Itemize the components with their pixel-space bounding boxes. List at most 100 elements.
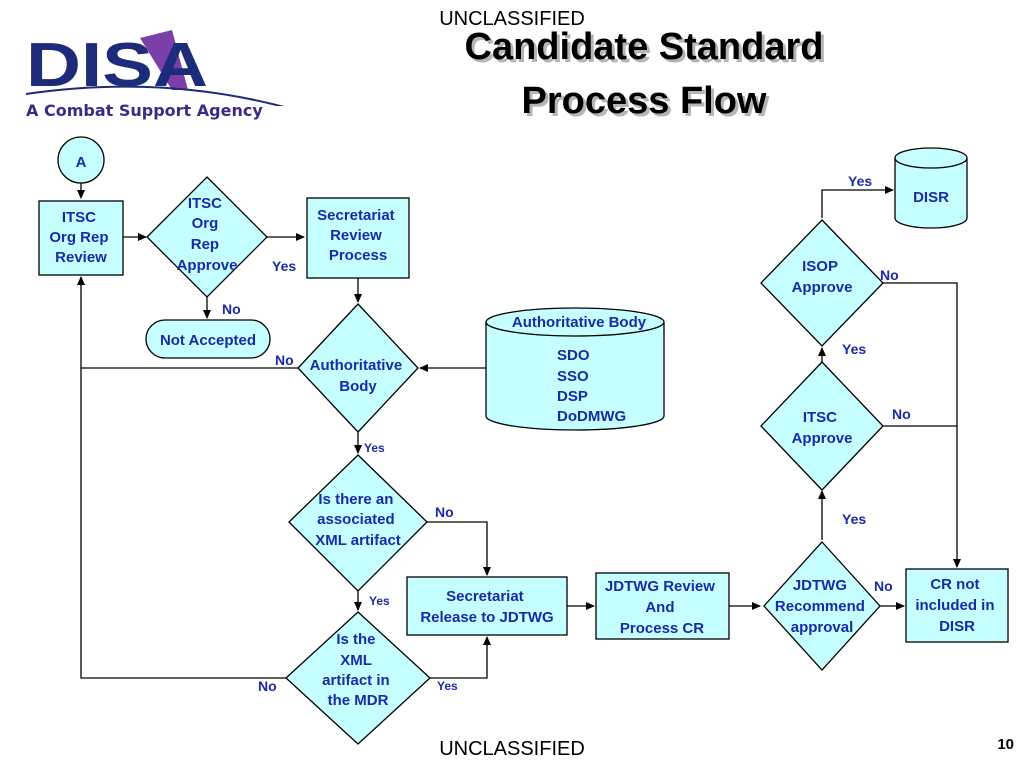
svg-text:ISOP Approve: ISOP Approve	[792, 258, 853, 296]
mdr-question-line-3: artifact in	[322, 672, 390, 689]
release-line-2: Release to JDTWG	[420, 609, 553, 626]
svg-text:CR not included in: CR not included in DISR	[915, 576, 998, 635]
jdtwg-review-line-2: And	[645, 599, 674, 616]
svg-text:Secretariat Review: Secretariat Review Process	[317, 207, 399, 264]
isop-approve-diamond: ISOP Approve	[760, 219, 884, 347]
datastore-title: Authoritative Body	[512, 314, 647, 331]
slide-title-line-2: Process Flow	[521, 80, 767, 122]
disa-logo: DISA	[25, 30, 285, 106]
recommend-line-2: Recommend	[775, 598, 865, 615]
itsc-org-rep-approve-diamond: ITSC Org Rep Approve	[146, 176, 268, 298]
auth-body-line-1: Authoritative	[310, 357, 403, 374]
connector-a-circle	[57, 136, 105, 184]
svg-text:ITSC Org Rep: ITSC Org Rep Approve	[177, 195, 238, 274]
label-auth-body-no: No	[275, 352, 294, 368]
datastore-item-dsp: DSP	[557, 388, 588, 405]
classification-top: UNCLASSIFIED	[439, 8, 585, 30]
logo-wordmark: DISA	[26, 31, 208, 100]
mdr-question-line-4: the MDR	[328, 692, 389, 709]
org-rep-review-line-3: Review	[55, 249, 107, 266]
edge-xml-assoc-no	[427, 521, 491, 576]
edge-isop-yes	[821, 186, 894, 218]
slide-title-line-1: Candidate Standard	[464, 26, 824, 68]
itsc-approve-line-1: ITSC	[803, 409, 837, 426]
auth-body-line-2: Body	[339, 378, 377, 395]
svg-text:JDTWG Recommend: JDTWG Recommend approval	[775, 577, 869, 636]
label-isop-yes: Yes	[848, 173, 872, 189]
mdr-question-line-2: XML	[340, 652, 372, 669]
tagline: A Combat Support Agency	[26, 101, 263, 120]
svg-text:ITSC Org Rep R: ITSC Org Rep Review	[49, 209, 112, 266]
jdtwg-review-box: JDTWG Review And Process CR	[595, 572, 730, 640]
org-rep-approve-line-1: ITSC	[188, 195, 222, 212]
itsc-approve-diamond: ITSC Approve	[760, 361, 884, 491]
authoritative-body-datastore: Authoritative Body SDO SSO DSP DoDMWG	[485, 307, 665, 431]
not-accepted-terminal: Not Accepted	[145, 319, 271, 359]
org-rep-review-line-1: ITSC	[62, 209, 96, 226]
svg-text:Is the XML art: Is the XML artifact in the MDR	[322, 631, 394, 709]
mdr-question-line-1: Is the	[336, 631, 375, 648]
svg-text:Is there an associated: Is there an associated XML artifact	[315, 491, 401, 549]
recommend-line-1: JDTWG	[793, 577, 847, 594]
svg-text:Secretariat Release to: Secretariat Release to JDTWG	[420, 588, 553, 626]
release-line-1: Secretariat	[446, 588, 524, 605]
svg-text:Authoritative Body: Authoritative Body	[310, 357, 407, 395]
connector-a: A	[57, 136, 105, 184]
secretariat-review-line-1: Secretariat	[317, 207, 395, 224]
label-org-rep-approve-yes: Yes	[272, 258, 296, 274]
org-rep-review-line-2: Org Rep	[49, 229, 108, 246]
label-mdr-no: No	[258, 678, 277, 694]
secretariat-review-box: Secretariat Review Process	[306, 197, 410, 279]
svg-text:ITSC Approve: ITSC Approve	[792, 409, 853, 447]
connector-a-label: A	[76, 154, 87, 171]
isop-approve-line-1: ISOP	[802, 258, 838, 275]
xml-question-line-1: Is there an	[318, 491, 393, 508]
svg-text:SDO SSO DSP: SDO SSO DSP DoDMWG	[557, 347, 626, 425]
label-org-rep-approve-no: No	[222, 301, 241, 317]
cr-not-included-box: CR not included in DISR	[905, 568, 1009, 643]
not-accepted-label: Not Accepted	[160, 332, 256, 349]
page-number: 10	[997, 736, 1014, 753]
datastore-item-sdo: SDO	[557, 347, 590, 364]
connector-lines	[77, 183, 961, 679]
cr-not-included-line-2: included in	[915, 597, 994, 614]
disr-label: DISR	[913, 189, 949, 206]
label-isop-no: No	[880, 267, 899, 283]
label-recommend-no: No	[874, 578, 893, 594]
jdtwg-recommend-diamond: JDTWG Recommend approval	[763, 541, 881, 671]
xml-in-mdr-diamond: Is the XML artifact in the MDR	[285, 611, 431, 745]
secretariat-release-box: Secretariat Release to JDTWG	[406, 576, 568, 636]
jdtwg-review-line-1: JDTWG Review	[605, 578, 715, 595]
label-xml-assoc-no: No	[435, 504, 454, 520]
classification-bottom: UNCLASSIFIED	[439, 738, 585, 760]
xml-question-line-2: associated	[317, 511, 395, 528]
secretariat-review-line-3: Process	[329, 247, 387, 264]
cr-not-included-line-3: DISR	[939, 618, 975, 635]
recommend-line-3: approval	[791, 619, 854, 636]
label-xml-assoc-yes: Yes	[369, 594, 390, 608]
label-auth-body-yes: Yes	[364, 441, 385, 455]
edge-isop-no	[883, 282, 961, 568]
secretariat-review-line-2: Review	[330, 227, 382, 244]
logo-swoosh-mark	[140, 30, 188, 90]
edge-mdr-no	[77, 276, 286, 679]
edge-mdr-yes	[430, 636, 491, 679]
itsc-org-rep-review-box: ITSC Org Rep Review	[38, 200, 124, 276]
authoritative-body-diamond: Authoritative Body	[297, 303, 419, 433]
xml-artifact-diamond: Is there an associated XML artifact	[288, 454, 428, 592]
cr-not-included-line-1: CR not	[930, 576, 979, 593]
itsc-approve-line-2: Approve	[792, 430, 853, 447]
datastore-item-dodmwg: DoDMWG	[557, 408, 626, 425]
label-itsc-approve-yes: Yes	[842, 341, 866, 357]
svg-text:JDTWG Review And: JDTWG Review And Process CR	[605, 578, 719, 637]
datastore-item-sso: SSO	[557, 368, 589, 385]
disr-datastore: DISR	[894, 147, 968, 229]
org-rep-approve-line-3: Rep	[191, 236, 219, 253]
isop-approve-line-2: Approve	[792, 279, 853, 296]
label-mdr-yes: Yes	[437, 679, 458, 693]
jdtwg-review-line-3: Process CR	[620, 620, 704, 637]
label-recommend-yes: Yes	[842, 511, 866, 527]
logo-swoosh-line	[25, 85, 285, 106]
